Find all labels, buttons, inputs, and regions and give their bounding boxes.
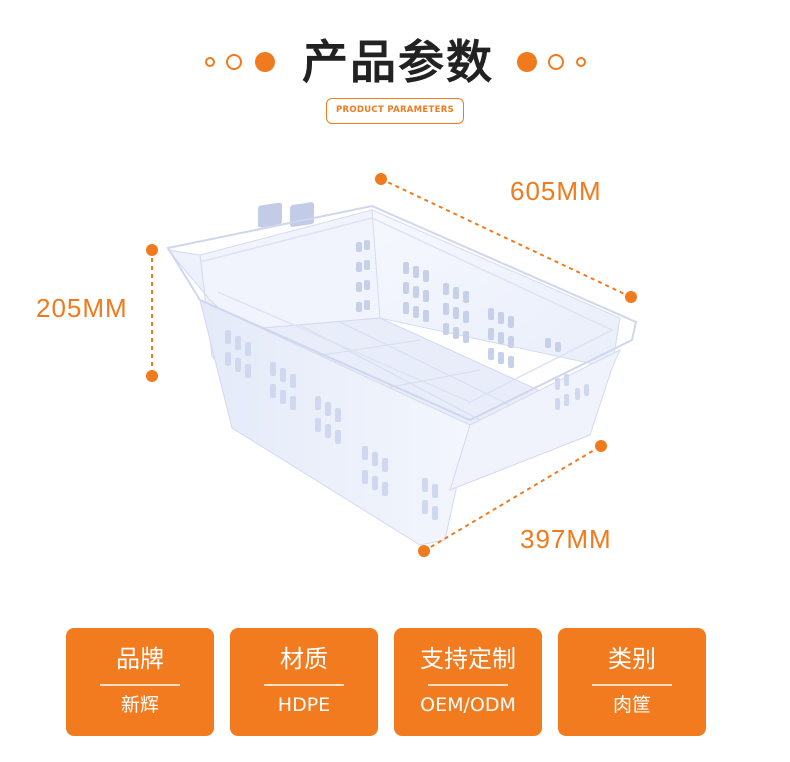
page-title: 产品参数 xyxy=(302,35,494,89)
spec-card-customization: 支持定制 OEM/ODM xyxy=(394,628,542,736)
crate-handle-hole xyxy=(258,202,282,228)
spec-card-value: OEM/ODM xyxy=(420,694,516,716)
spec-card-material: 材质 HDPE xyxy=(230,628,378,736)
dimension-length-start-dot xyxy=(375,173,387,185)
spec-card-label: 材质 xyxy=(280,645,328,673)
dimension-height-label: 205MM xyxy=(36,293,128,323)
spec-card-brand: 品牌 新辉 xyxy=(66,628,214,736)
crate-rim xyxy=(166,204,638,422)
spec-card-category: 类别 肉筐 xyxy=(558,628,706,736)
spec-card-divider xyxy=(264,684,344,686)
spec-card-value: 肉筐 xyxy=(612,694,651,716)
crate-right-vents xyxy=(403,262,561,368)
dimension-width-label: 397MM xyxy=(520,524,612,554)
dimension-length-end-dot xyxy=(625,291,637,303)
dimension-height xyxy=(146,244,158,382)
dimension-length-label: 605MM xyxy=(510,176,602,206)
floor-grid-line xyxy=(339,321,521,411)
decor-dot-left-1 xyxy=(205,57,215,67)
spec-card-value: 新辉 xyxy=(120,694,159,716)
decor-dot-right-1 xyxy=(517,52,537,72)
crate-front-vents xyxy=(225,330,438,520)
crate xyxy=(166,202,638,546)
decor-dot-left-3 xyxy=(255,52,275,72)
crate-rim-inner xyxy=(199,217,614,403)
crate-right-wall xyxy=(449,348,622,491)
decor-dot-right-3 xyxy=(576,57,586,67)
crate-handle-hole xyxy=(290,202,314,227)
title-row: 产品参数 xyxy=(0,34,790,90)
spec-card-divider xyxy=(428,684,508,686)
dimension-length xyxy=(375,173,637,303)
spec-card-divider xyxy=(100,684,180,686)
spec-card-divider xyxy=(592,684,672,686)
spec-card-label: 品牌 xyxy=(116,645,164,673)
dimension-width-start-dot xyxy=(418,545,430,557)
decor-dot-left-2 xyxy=(226,54,242,70)
decor-dot-right-2 xyxy=(548,54,564,70)
crate-back-vents xyxy=(356,240,370,312)
product-image xyxy=(146,173,638,557)
crate-corner-vents xyxy=(555,374,589,410)
dimension-length-line xyxy=(380,178,632,298)
crate-front-wall xyxy=(199,299,471,546)
spec-cards: 品牌 新辉 材质 HDPE 支持定制 OEM/ODM 类别 肉筐 xyxy=(0,628,790,736)
dimension-width-end-dot xyxy=(595,440,607,452)
spec-card-label: 支持定制 xyxy=(420,645,516,673)
dimension-height-start-dot xyxy=(146,244,158,256)
spec-card-value: HDPE xyxy=(277,694,331,716)
dimension-width-line xyxy=(423,445,602,552)
spec-card-label: 类别 xyxy=(608,645,656,673)
subtitle-badge: PRODUCT PARAMETERS xyxy=(326,98,464,124)
dimension-width xyxy=(418,440,607,557)
dimension-height-end-dot xyxy=(146,370,158,382)
